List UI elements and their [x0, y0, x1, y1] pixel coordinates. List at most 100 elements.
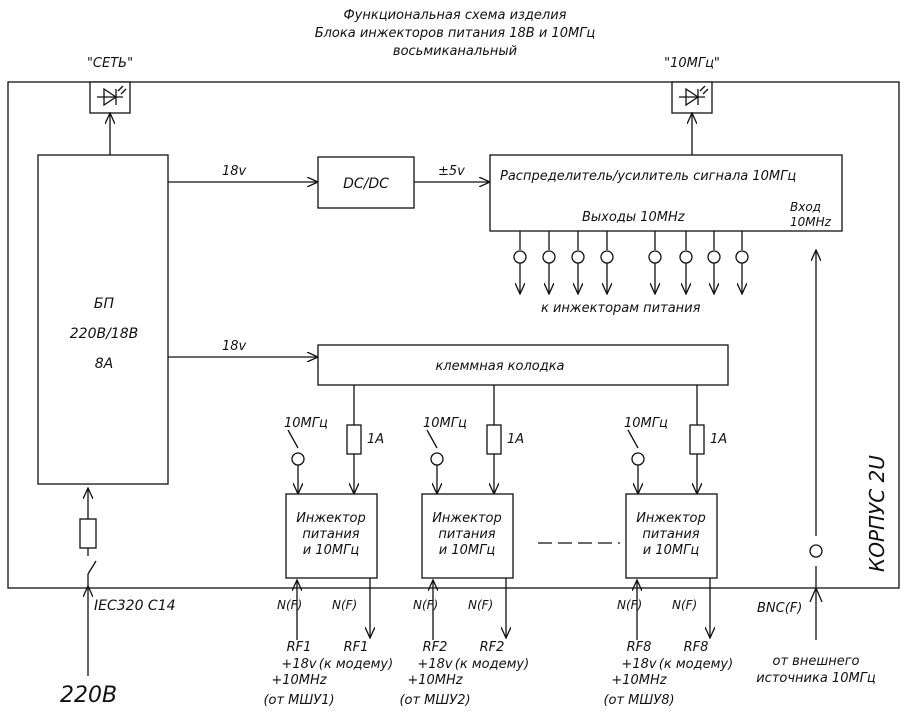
bnc-connector-icon [679, 250, 693, 264]
power-indicator-label: "СЕТЬ" [87, 56, 133, 71]
distributor-input-label-1: Вход [790, 200, 821, 214]
rf-in-label-1: RF8 [627, 640, 652, 655]
terminal-block-label: клеммная колодка [435, 359, 564, 374]
rf-in-connector-label: N(F) [277, 598, 302, 612]
dcdc-block: DC/DC [317, 156, 415, 209]
mains-voltage-label: 220В [60, 683, 117, 708]
rf-in-connector-label: N(F) [413, 598, 438, 612]
ref-indicator-label: "10МГц" [664, 56, 720, 71]
rf-in-label-3: +10MHz [271, 673, 327, 688]
fuse-icon [346, 424, 362, 455]
distributor-outputs [513, 231, 749, 294]
bnc-source-1: от внешнего [773, 654, 860, 669]
bnc-connector-label: BNC(F) [757, 601, 802, 616]
chassis-frame [7, 81, 900, 589]
rf-in-label-4: (от МШУ8) [603, 693, 674, 708]
bnc-connector-icon [707, 250, 721, 264]
wire-5v-label: ±5v [438, 164, 465, 179]
power-indicator: "СЕТЬ" [87, 56, 133, 155]
bnc-connector-icon [571, 250, 585, 264]
to-injectors-label: к инжекторам питания [541, 301, 701, 316]
bnc-source-2: источника 10МГц [756, 671, 876, 686]
distributor-input-label-2: 10MHz [790, 215, 832, 229]
diagram-title: Функциональная схема изделия Блока инжек… [315, 8, 596, 59]
rf-out-label-2: (к модему) [455, 657, 529, 672]
wire-18v-top-label: 18v [222, 164, 247, 179]
terminal-block: клеммная колодка [317, 344, 729, 386]
bnc-connector-icon [542, 250, 556, 264]
distributor-output-5 [648, 231, 662, 294]
rf-out-label-1: RF2 [480, 640, 505, 655]
distributor-output-7 [707, 231, 721, 294]
title-line-3: восьмиканальный [393, 44, 517, 59]
mains-input: IEC320 C14 220В [60, 488, 176, 708]
bnc-connector-icon [430, 452, 444, 466]
bnc-connector-icon [735, 250, 749, 264]
ref-indicator: "10МГц" [664, 56, 720, 155]
mains-connector-label: IEC320 C14 [94, 598, 176, 614]
bnc-connector-icon [291, 452, 305, 466]
led-icon [97, 85, 127, 107]
title-line-2: Блока инжекторов питания 18В и 10МГц [315, 26, 596, 41]
distributor-output-2 [542, 231, 556, 294]
injector-label-3: и 10МГц [643, 543, 700, 558]
rf-in-label-2: +18v [417, 657, 452, 672]
distributor-output-6 [679, 231, 693, 294]
fuse-label: 1А [367, 432, 384, 447]
bnc-connector-icon [648, 250, 662, 264]
rf-in-label-4: (от МШУ1) [263, 693, 334, 708]
psu-label-2: 220В/18В [70, 326, 138, 342]
injector-label-1: Инжектор [636, 511, 706, 526]
bnc-input: BNC(F) от внешнего источника 10МГц [756, 250, 876, 686]
rf-in-label-3: +10MHz [611, 673, 667, 688]
rf-out-label-2: (к модему) [319, 657, 393, 672]
bnc-connector-icon [513, 250, 527, 264]
psu-label-1: БП [94, 296, 115, 312]
rf-in-label-2: +18v [281, 657, 316, 672]
distributor-output-8 [735, 231, 749, 294]
injector-label-2: питания [642, 527, 699, 542]
distributor-outputs-label: Выходы 10MHz [582, 210, 686, 225]
fuse-icon [79, 518, 97, 549]
fuse-label: 1А [507, 432, 524, 447]
rf-out-connector-label: N(F) [332, 598, 357, 612]
rf-in-connector-label: N(F) [617, 598, 642, 612]
rf-out-label-1: RF8 [684, 640, 709, 655]
injector-label-3: и 10МГц [439, 543, 496, 558]
rf-out-label-2: (к модему) [659, 657, 733, 672]
fuse-label: 1А [710, 432, 727, 447]
distributor-block: Распределитель/усилитель сигнала 10МГц В… [489, 154, 843, 232]
rf-out-connector-label: N(F) [468, 598, 493, 612]
dcdc-label: DC/DC [343, 176, 389, 192]
rf-in-label-1: RF1 [287, 640, 312, 655]
rf-out-label-1: RF1 [344, 640, 369, 655]
chassis-label: КОРПУС 2U [865, 455, 889, 572]
injector-label-1: Инжектор [296, 511, 366, 526]
fuse-icon [689, 424, 705, 455]
title-line-1: Функциональная схема изделия [343, 8, 566, 23]
ref-input-label: 10МГц [284, 416, 328, 431]
injector-label-2: питания [302, 527, 359, 542]
power-supply-block: БП 220В/18В 8А [37, 154, 169, 485]
rf-out-connector-label: N(F) [672, 598, 697, 612]
distributor-output-1 [513, 231, 527, 294]
rf-in-label-3: +10MHz [407, 673, 463, 688]
switch-icon [87, 560, 97, 575]
distributor-title: Распределитель/усилитель сигнала 10МГц [500, 169, 796, 184]
injector-label-1: Инжектор [432, 511, 502, 526]
injector-label-3: и 10МГц [303, 543, 360, 558]
wire-18v-mid-label: 18v [222, 339, 247, 354]
rf-in-label-4: (от МШУ2) [399, 693, 470, 708]
fuse-icon [486, 424, 502, 455]
bnc-connector-icon [631, 452, 645, 466]
distributor-output-3 [571, 231, 585, 294]
ref-input-label: 10МГц [423, 416, 467, 431]
injector-label-2: питания [438, 527, 495, 542]
psu-label-3: 8А [95, 356, 113, 372]
ref-input-label: 10МГц [624, 416, 668, 431]
